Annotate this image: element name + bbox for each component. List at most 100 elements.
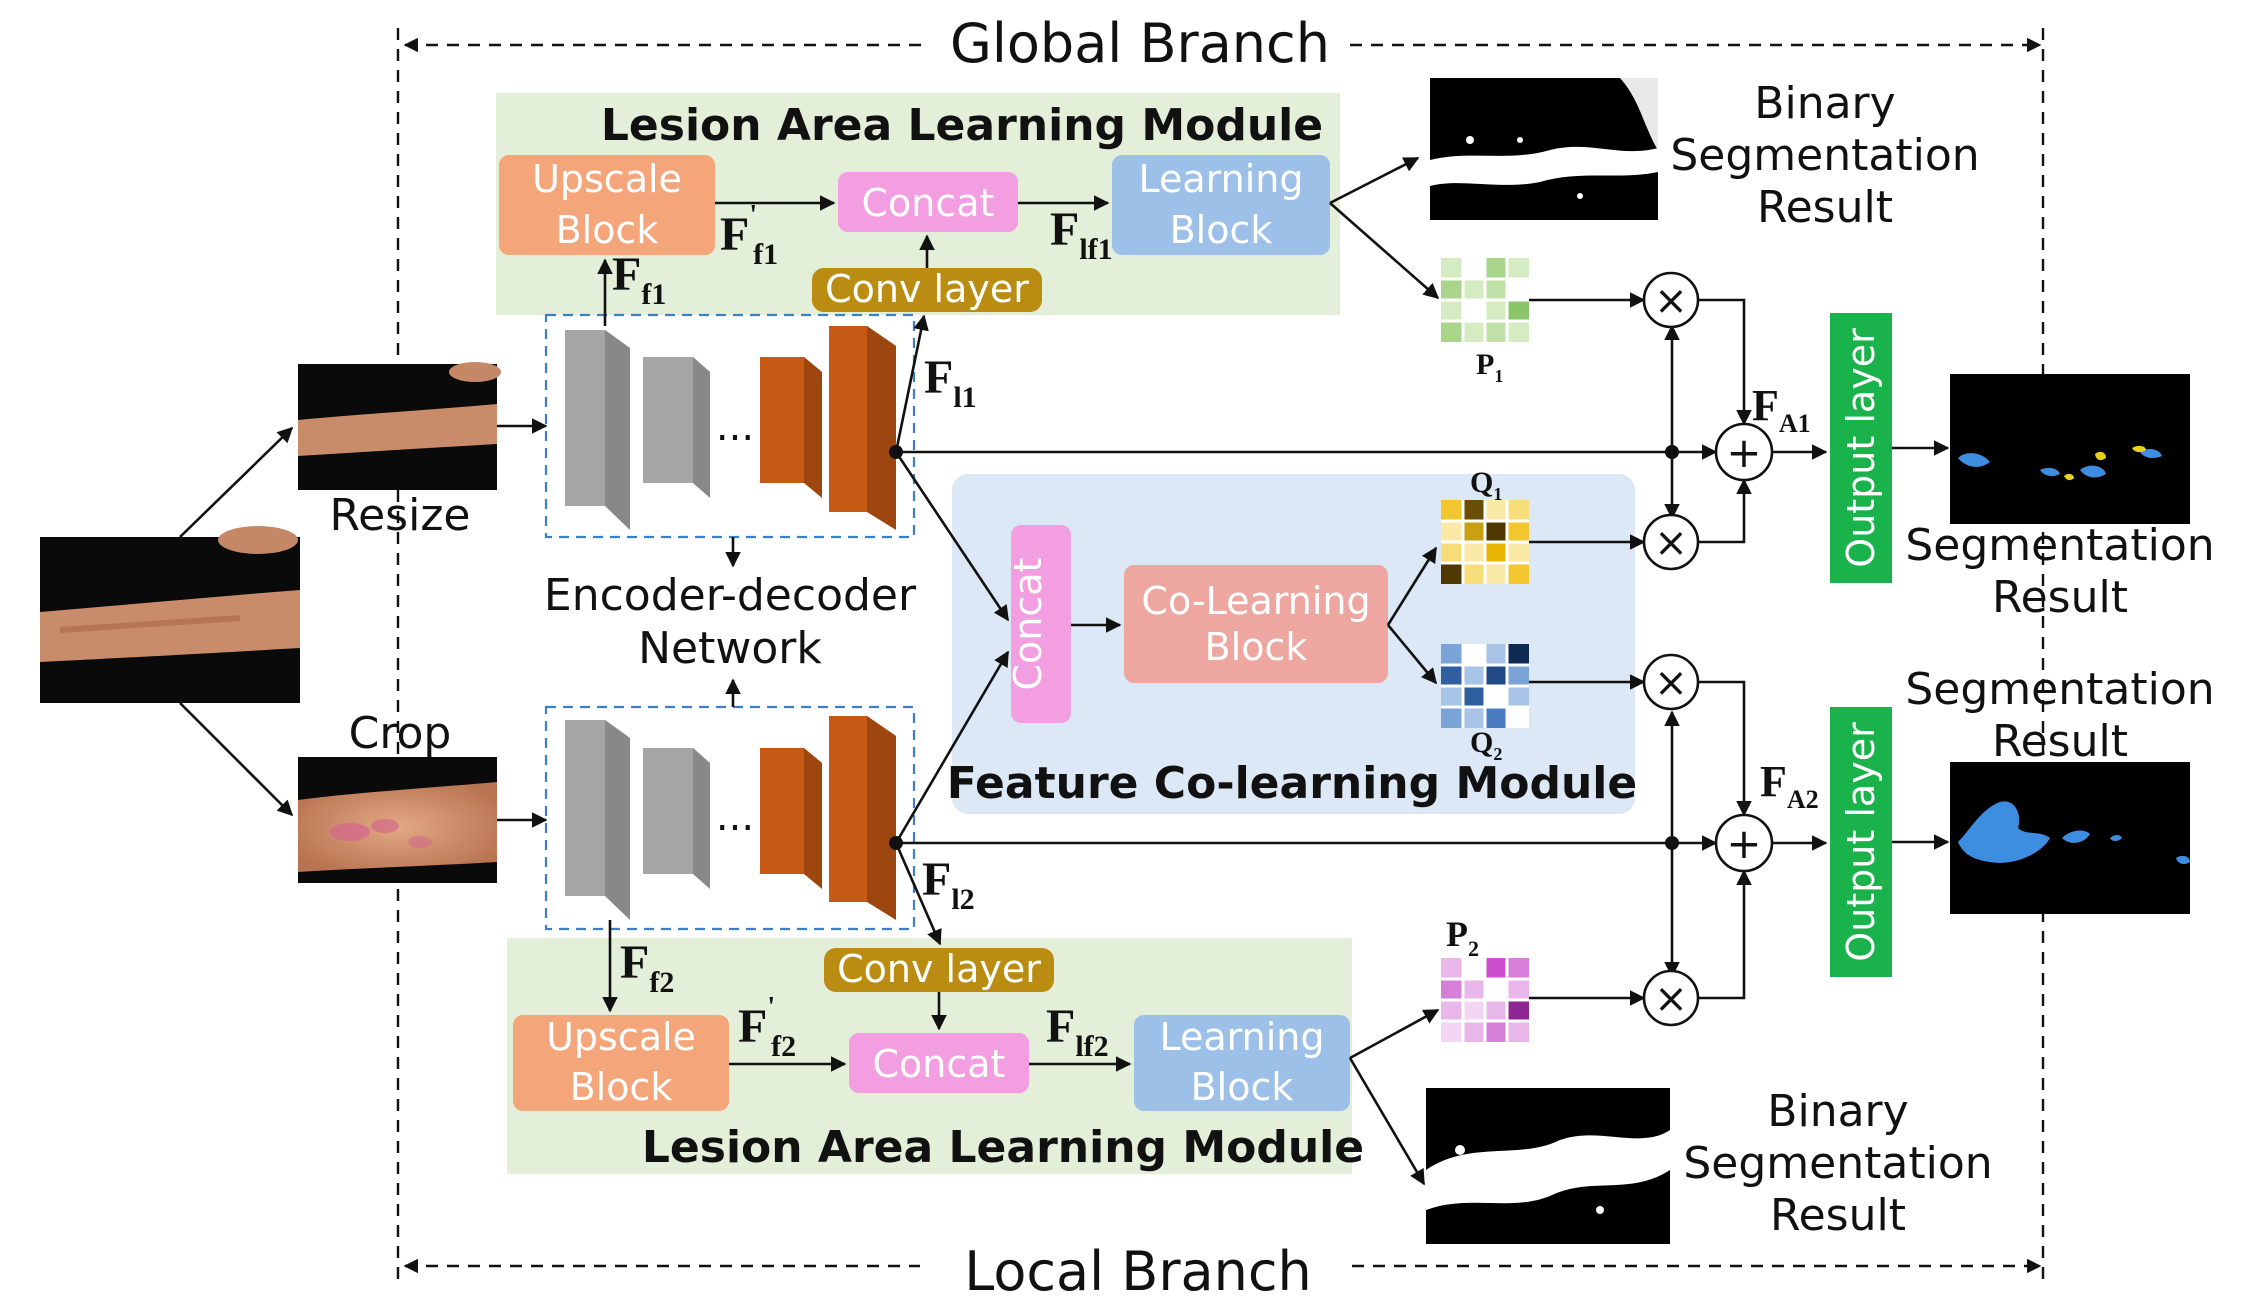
label-P1: P1 [1476, 348, 1503, 386]
co-learning-label-2: Block [1205, 625, 1308, 669]
multiply-operator: × [1642, 271, 1700, 329]
binary-result-bottom-line3: Result [1770, 1190, 1906, 1241]
learning-label-top-1: Learning [1139, 157, 1304, 201]
upscale-label-bottom-2: Block [570, 1065, 673, 1109]
multiply-operator: × [1642, 653, 1700, 711]
concat-block-top [838, 172, 1018, 232]
conv-layer-label-top: Conv layer [825, 267, 1029, 311]
learning-block-bottom [1134, 1015, 1350, 1111]
svg-text:P1: P1 [1476, 348, 1503, 386]
co-learning-label-1: Co-Learning [1141, 579, 1370, 623]
layer-ellipsis: ... [716, 404, 754, 450]
svg-text:Fl2: Fl2 [922, 853, 975, 916]
sum-operator: + [1714, 813, 1774, 873]
module-title-co-learning: Feature Co-learning Module [947, 758, 1637, 809]
output-layer-label-bottom: Output layer [1839, 722, 1883, 962]
upscale-block-bottom [513, 1015, 729, 1111]
svg-text:F'f2: F'f2 [738, 992, 796, 1063]
layer-ellipsis: ... [716, 794, 754, 840]
svg-text:FA1: FA1 [1752, 381, 1811, 438]
conv-layer-bottom [824, 948, 1054, 992]
crop-label: Crop [349, 708, 452, 759]
binary-result-bottom-line1: Binary [1767, 1086, 1908, 1137]
binary-result-top-line1: Binary [1754, 78, 1895, 129]
label-P2: P2 [1446, 914, 1479, 961]
svg-text:×: × [1654, 660, 1688, 706]
encoder-decoder-label-line1: Encoder-decoder [544, 570, 917, 621]
attention-map-p1 [1441, 258, 1529, 342]
label-F-lf1: Flf1 [1050, 203, 1113, 266]
label-F-f2-prime: F'f2 [738, 992, 796, 1063]
local-branch-title: Local Branch [964, 1240, 1312, 1296]
concat-label-bottom: Concat [873, 1042, 1006, 1086]
upscale-label-top-1: Upscale [532, 157, 682, 201]
svg-text:Flf2: Flf2 [1046, 1000, 1109, 1063]
decoder-layer [829, 716, 896, 920]
decoder-layer [760, 357, 822, 498]
decoder-layer [760, 748, 822, 889]
svg-text:×: × [1654, 278, 1688, 324]
label-Q1: Q1 [1470, 466, 1502, 504]
multiply-operator: × [1642, 969, 1700, 1027]
svg-text:Q1: Q1 [1470, 466, 1502, 504]
label-Q2: Q2 [1470, 726, 1502, 764]
concat-block-vertical [1011, 525, 1071, 723]
module-title-lesion-bottom: Lesion Area Learning Module [642, 1122, 1364, 1173]
label-F-f1: Ff1 [612, 248, 666, 311]
cropped-image [298, 757, 497, 883]
binary-result-bottom-line2: Segmentation [1683, 1138, 1992, 1189]
encoder-layer [643, 748, 710, 889]
learning-label-top-2: Block [1170, 208, 1273, 252]
svg-text:×: × [1654, 520, 1688, 566]
conv-layer-top [812, 268, 1042, 312]
global-branch-title: Global Branch [950, 12, 1330, 75]
svg-text:×: × [1654, 976, 1688, 1022]
conv-layer-label-bottom: Conv layer [837, 947, 1041, 991]
learning-label-bottom-1: Learning [1160, 1015, 1325, 1059]
svg-text:Ff2: Ff2 [620, 936, 674, 999]
upscale-block-top [499, 155, 715, 255]
svg-text:+: + [1726, 428, 1761, 477]
output-layer-label-top: Output layer [1839, 328, 1883, 568]
encoder-decoder-top: ... [544, 313, 916, 539]
svg-text:FA2: FA2 [1760, 757, 1819, 814]
multiply-operator: × [1642, 513, 1700, 571]
co-learning-block [1124, 565, 1388, 683]
binary-segmentation-bottom [1426, 1088, 1670, 1244]
segmentation-result-top [1950, 374, 2190, 524]
binary-result-top-line3: Result [1757, 182, 1893, 233]
label-F-A2: FA2 [1760, 757, 1819, 814]
svg-text:Flf1: Flf1 [1050, 203, 1113, 266]
seg-result-top-line2: Result [1992, 572, 2128, 623]
encoder-decoder-bottom: ... [544, 705, 916, 931]
label-F-f2: Ff2 [620, 936, 674, 999]
svg-text:Fl1: Fl1 [924, 351, 977, 414]
svg-text:+: + [1726, 819, 1761, 868]
svg-text:Ff1: Ff1 [612, 248, 666, 311]
encoder-layer [565, 330, 630, 530]
output-layer-top [1830, 313, 1892, 583]
concat-block-bottom [849, 1033, 1029, 1093]
attention-map-q2 [1441, 644, 1529, 728]
resized-image [298, 362, 501, 490]
module-title-lesion-top: Lesion Area Learning Module [601, 100, 1323, 151]
learning-block-top [1112, 155, 1330, 255]
label-F-l1: Fl1 [924, 351, 977, 414]
svg-text:F'f1: F'f1 [720, 200, 778, 271]
resize-label: Resize [330, 490, 471, 541]
attention-map-q1 [1441, 500, 1529, 584]
label-F-A1: FA1 [1752, 381, 1811, 438]
svg-text:P2: P2 [1446, 914, 1479, 961]
encoder-layer [643, 357, 710, 498]
encoder-decoder-label-line2: Network [638, 623, 822, 674]
seg-result-bottom-line1: Segmentation [1905, 664, 2214, 715]
output-layer-bottom [1830, 707, 1892, 977]
binary-segmentation-top [1430, 78, 1658, 220]
seg-result-top-line1: Segmentation [1905, 520, 2214, 571]
sum-operator: + [1714, 422, 1774, 482]
seg-result-bottom-line2: Result [1992, 716, 2128, 767]
input-image [40, 526, 300, 703]
label-F-f1-prime: F'f1 [720, 200, 778, 271]
decoder-layer [829, 326, 896, 530]
